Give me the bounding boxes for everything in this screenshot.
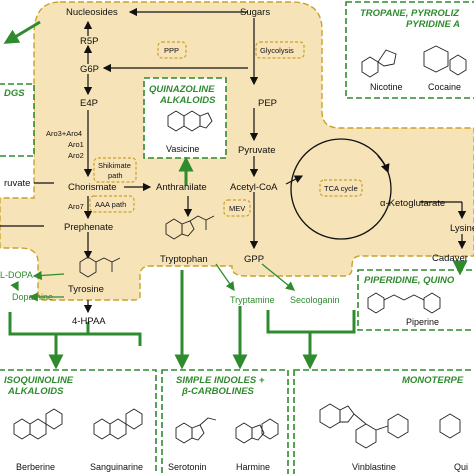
quinazoline-title-2: ALKALOIDS	[159, 95, 216, 106]
isoquinoline-title-2: ALKALOIDS	[7, 386, 64, 397]
metabolite-tryptamine: Tryptamine	[230, 295, 275, 305]
quinazoline-title-1: QUINAZOLINE	[149, 84, 215, 95]
tca-cycle	[290, 138, 392, 240]
metabolite-pyruvate-left: ruvate	[4, 178, 30, 189]
enzyme-aro3-aro4: Aro3+Aro4	[46, 129, 82, 138]
compound-nicotine: Nicotine	[370, 82, 403, 92]
metabolite-hpaa: 4-HPAA	[72, 316, 106, 327]
structure-sanguinarine	[93, 408, 143, 440]
dgs-title: DGS	[4, 88, 25, 99]
aaa-label: AAA path	[95, 200, 126, 209]
ppp-label: PPP	[164, 46, 179, 55]
metabolite-nucleosides: Nucleosides	[66, 7, 118, 18]
isoquinoline-title-1: ISOQUINOLINE	[4, 375, 74, 386]
mev-tag	[223, 199, 251, 217]
glycolysis-tag	[255, 41, 305, 59]
metabolite-gpp: GPP	[244, 254, 264, 265]
metabolite-cadaverine: Cadaver	[432, 253, 468, 264]
metabolite-ldopa: L-DOPA	[0, 270, 33, 280]
structure-piperine	[367, 292, 441, 314]
metabolite-r5p: R5P	[80, 36, 98, 47]
compound-harmine: Harmine	[236, 462, 270, 472]
structure-nicotine	[361, 49, 397, 78]
tca-tag	[319, 179, 363, 197]
shikimate-tag	[93, 157, 137, 183]
aaa-tag	[89, 195, 135, 213]
enzyme-aro1: Aro1	[68, 140, 84, 149]
metabolite-dopamine: Dopamine	[12, 292, 53, 302]
metabolite-g6p: G6P	[80, 64, 99, 75]
tropane-title-2: PYRIDINE A	[406, 19, 460, 30]
metabolite-alpha-kg: α-Ketoglutarate	[380, 198, 445, 209]
enzyme-aro2: Aro2	[68, 151, 84, 160]
structure-serotonin	[175, 417, 217, 444]
compound-berberine: Berberine	[16, 462, 55, 472]
structure-cocaine	[423, 45, 467, 76]
metabolite-secologanin: Secologanin	[290, 295, 340, 305]
piperidine-box	[357, 269, 474, 331]
metabolite-chorismate: Chorismate	[68, 182, 117, 193]
metabolic-arrows	[0, 7, 467, 314]
tca-label: TCA cycle	[324, 184, 358, 193]
green-arrows	[3, 20, 468, 370]
structure-tyrosine	[79, 256, 121, 278]
compound-vasicine: Vasicine	[166, 144, 199, 154]
simple-indoles-title-2: β-CARBOLINES	[181, 386, 255, 397]
structure-quin	[439, 413, 461, 439]
mev-label: MEV	[229, 204, 245, 213]
structure-vinblastine	[319, 403, 409, 449]
shikimate-label-2: path	[108, 171, 123, 180]
metabolite-tryptophan: Tryptophan	[160, 254, 208, 265]
simple-indoles-title-1: SIMPLE INDOLES +	[176, 375, 265, 386]
simple-indoles-box	[161, 369, 289, 474]
metabolite-pep: PEP	[258, 98, 277, 109]
structure-harmine	[235, 418, 279, 444]
compound-sanguinarine: Sanguinarine	[90, 462, 143, 472]
monoterpene-box	[293, 369, 474, 474]
metabolite-e4p: E4P	[80, 98, 98, 109]
metabolite-pyruvate: Pyruvate	[238, 145, 276, 156]
structure-vasicine	[167, 110, 213, 132]
metabolite-sugars: Sugars	[240, 7, 270, 18]
dgs-box	[0, 83, 35, 157]
ppp-tag	[157, 41, 187, 59]
compound-vinblastine: Vinblastine	[352, 462, 396, 472]
metabolite-lysine: Lysine	[450, 223, 474, 234]
compound-quin: Qui	[454, 462, 468, 472]
enzyme-aro7: Aro7	[68, 202, 84, 211]
compound-piperine: Piperine	[406, 317, 439, 327]
compound-cocaine: Cocaine	[428, 82, 461, 92]
monoterpene-title: MONOTERPE	[402, 375, 464, 386]
metabolite-prephenate: Prephenate	[64, 222, 113, 233]
tropane-box	[345, 1, 474, 99]
shikimate-label-1: Shikimate	[98, 161, 131, 170]
glycolysis-label: Glycolysis	[260, 46, 294, 55]
piperidine-title: PIPERIDINE, QUINO	[364, 275, 455, 286]
structure-berberine	[13, 408, 63, 440]
tropane-title-1: TROPANE, PYRROLIZ	[360, 8, 460, 19]
metabolite-acetyl-coa: Acetyl-CoA	[230, 182, 278, 193]
structure-tryptophan	[165, 215, 215, 240]
yeast-cell-region	[0, 1, 474, 301]
compound-serotonin: Serotonin	[168, 462, 207, 472]
metabolite-anthranilate: Anthranilate	[156, 182, 207, 193]
metabolite-tyrosine: Tyrosine	[68, 284, 104, 295]
